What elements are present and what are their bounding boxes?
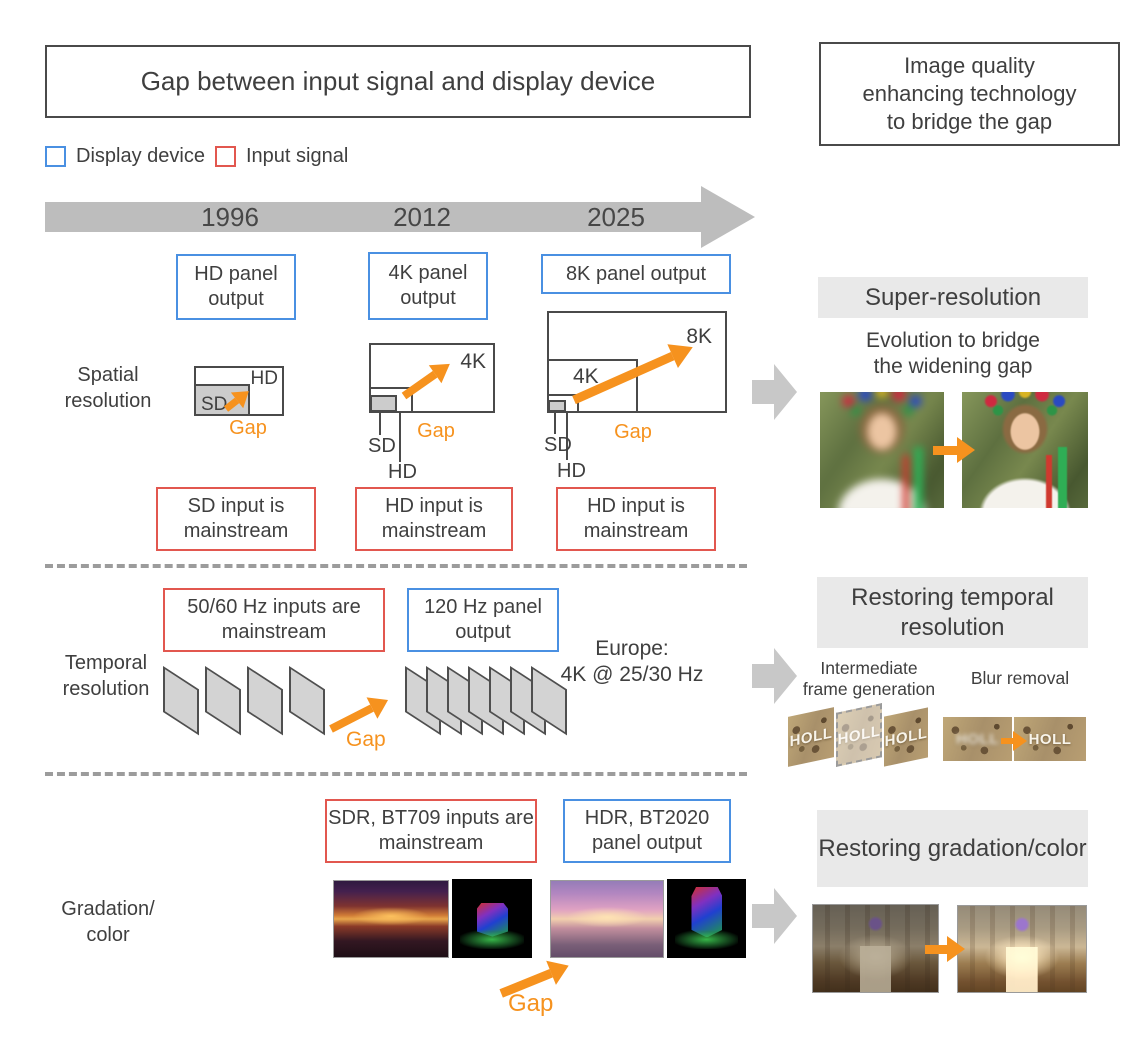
temporal-row-label: Temporal resolution — [62, 652, 150, 700]
gap-label: Gap — [508, 990, 554, 1017]
europe-line2: 4K @ 25/30 Hz — [560, 663, 704, 687]
timeline-year-1996: 1996 — [201, 202, 259, 232]
gap-label: Gap — [417, 420, 455, 442]
gap-arrow-icon — [223, 391, 249, 412]
frame-gen-line1: Intermediate — [820, 658, 918, 678]
tech-box-line2: enhancing technology — [862, 81, 1077, 107]
legend-input-signal-label: Input signal — [246, 145, 349, 167]
bridge-arrow-icon — [752, 648, 797, 704]
gradation-label-line2: color — [86, 924, 130, 946]
input-box-hd-2025: HD input is mainstream — [556, 487, 716, 551]
gradation-row-label: Gradation/ color — [44, 896, 172, 948]
sd-label: SD — [368, 435, 396, 457]
gap-arrow-icon — [401, 363, 450, 400]
hd-label: HD — [388, 461, 417, 483]
row-divider — [45, 772, 747, 776]
k4-label: 4K — [573, 365, 599, 388]
sd-label: SD — [201, 394, 227, 415]
sd-rect — [548, 400, 566, 412]
photo-sign-frame2: HOLL — [884, 707, 928, 767]
photo-sunset-sdr — [333, 880, 449, 958]
bridge-arrow-icon — [752, 888, 797, 944]
enhance-arrow-icon — [1001, 731, 1027, 751]
resolution-diagram-2012: 4K SD HD Gap — [368, 343, 495, 483]
caption-line2: the widening gap — [873, 355, 1033, 379]
spatial-row-label: Spatial resolution — [64, 364, 152, 412]
photo-sign-blurry: HOLL — [943, 717, 1012, 761]
photo-sign-frame1: HOLL — [788, 707, 834, 767]
timeline-year-2025: 2025 — [587, 202, 645, 232]
photo-girl-super-res — [962, 392, 1088, 508]
timeline-arrowhead-icon — [701, 186, 755, 248]
bridge-arrow-icon — [752, 364, 797, 420]
panel-box-120hz: 120 Hz panel output — [407, 588, 559, 652]
legend-display-device-swatch — [45, 146, 66, 167]
resolution-diagram-1996: HD SD Gap — [194, 366, 284, 439]
blur-removal-caption: Blur removal — [970, 668, 1070, 688]
restoring-temporal-heading: Restoring temporal resolution — [817, 577, 1088, 648]
frames-50-60hz — [163, 666, 333, 746]
resolution-diagram-2025: 8K 4K SD HD Gap — [544, 311, 727, 482]
enhance-arrow-icon — [925, 936, 965, 962]
gap-label: Gap — [229, 417, 267, 439]
gap-label: Gap — [346, 728, 386, 751]
super-resolution-heading: Super-resolution — [818, 277, 1088, 318]
title-box: Gap between input signal and display dev… — [45, 45, 751, 118]
frame-generation-caption: Intermediate frame generation — [783, 658, 955, 700]
tech-box-line3: to bridge the gap — [886, 108, 1053, 134]
enhance-arrow-icon — [933, 437, 975, 463]
input-box-sd: SD input is mainstream — [156, 487, 316, 551]
k4-label: 4K — [460, 350, 486, 373]
tech-box-line1: Image quality — [904, 53, 1035, 79]
photo-cathedral-restored — [957, 905, 1087, 993]
photo-girl-low-res — [820, 392, 944, 508]
photo-sign-interpolated-frame: HOLL — [836, 703, 882, 767]
gradation-label-line1: Gradation/ — [61, 898, 155, 920]
panel-box-hd: HD panel output — [176, 254, 296, 320]
timeline-year-2012: 2012 — [393, 202, 451, 232]
caption-line1: Evolution to bridge — [866, 329, 1040, 352]
hd-label: HD — [557, 460, 586, 482]
timeline-bar — [45, 202, 702, 232]
input-box-hd-2012: HD input is mainstream — [355, 487, 513, 551]
sd-label: SD — [544, 434, 572, 456]
input-box-5060hz: 50/60 Hz inputs are mainstream — [163, 588, 385, 652]
row-divider — [45, 564, 747, 568]
gap-label: Gap — [614, 421, 652, 443]
input-box-sdr: SDR, BT709 inputs are mainstream — [325, 799, 537, 863]
panel-box-8k: 8K panel output — [541, 254, 731, 294]
panel-box-hdr: HDR, BT2020 panel output — [563, 799, 731, 863]
photo-sunset-hdr — [550, 880, 664, 958]
hd-label: HD — [251, 368, 278, 389]
legend-input-signal-swatch — [215, 146, 236, 167]
europe-note: Europe: 4K @ 25/30 Hz — [549, 636, 715, 689]
super-resolution-caption: Evolution to bridge the widening gap — [823, 328, 1083, 381]
k8-label: 8K — [686, 325, 712, 348]
europe-line1: Europe: — [595, 637, 669, 660]
sd-rect — [370, 395, 397, 412]
color-gamut-bt2020 — [667, 879, 746, 958]
photo-cathedral-dark — [812, 904, 939, 993]
gap-arrow-icon — [572, 344, 693, 405]
tech-box: Image quality enhancing technology to br… — [819, 42, 1120, 146]
restoring-gradation-heading: Restoring gradation/color — [817, 810, 1088, 887]
frame-gen-line2: frame generation — [802, 679, 936, 699]
k4-rect — [547, 359, 638, 413]
legend-display-device-label: Display device — [76, 145, 205, 167]
panel-box-4k: 4K panel output — [368, 252, 488, 320]
color-gamut-bt709 — [452, 879, 532, 958]
title-text: Gap between input signal and display dev… — [140, 66, 656, 96]
